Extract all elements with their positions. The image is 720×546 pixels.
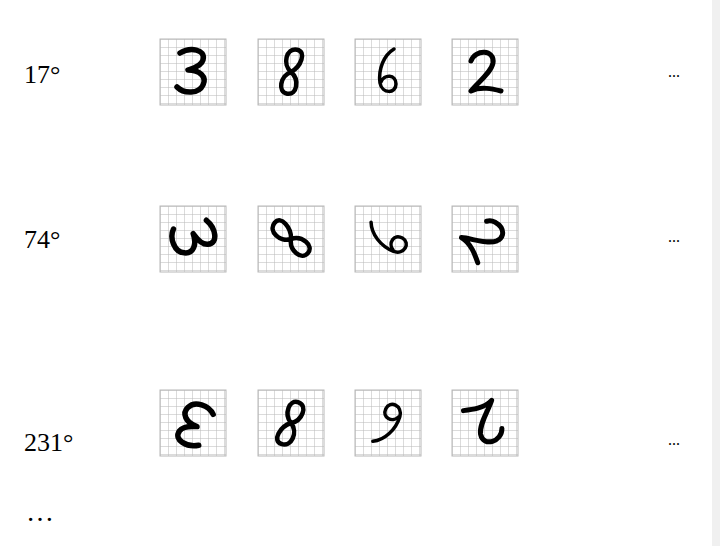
- digit-tile: [258, 206, 324, 272]
- angle-label: 17°: [24, 62, 60, 88]
- digit-tile: [160, 206, 226, 272]
- row-ellipsis: ...: [668, 229, 680, 245]
- row-ellipsis: ...: [668, 432, 680, 448]
- digit-tile: [355, 206, 421, 272]
- digit-tile: [160, 390, 226, 456]
- digit-tile: [452, 39, 518, 105]
- digit-tile: [258, 390, 324, 456]
- digit-tile: [258, 39, 324, 105]
- digit-tile: [355, 39, 421, 105]
- row-ellipsis: ...: [668, 64, 680, 80]
- more-rows-ellipsis: …: [26, 498, 54, 526]
- angle-label: 74°: [24, 227, 60, 253]
- digit-tile: [452, 206, 518, 272]
- edge-strip: [712, 0, 720, 546]
- angle-label: 231°: [24, 430, 73, 456]
- digit-tile: [160, 39, 226, 105]
- digit-tile: [355, 390, 421, 456]
- digit-tile: [452, 390, 518, 456]
